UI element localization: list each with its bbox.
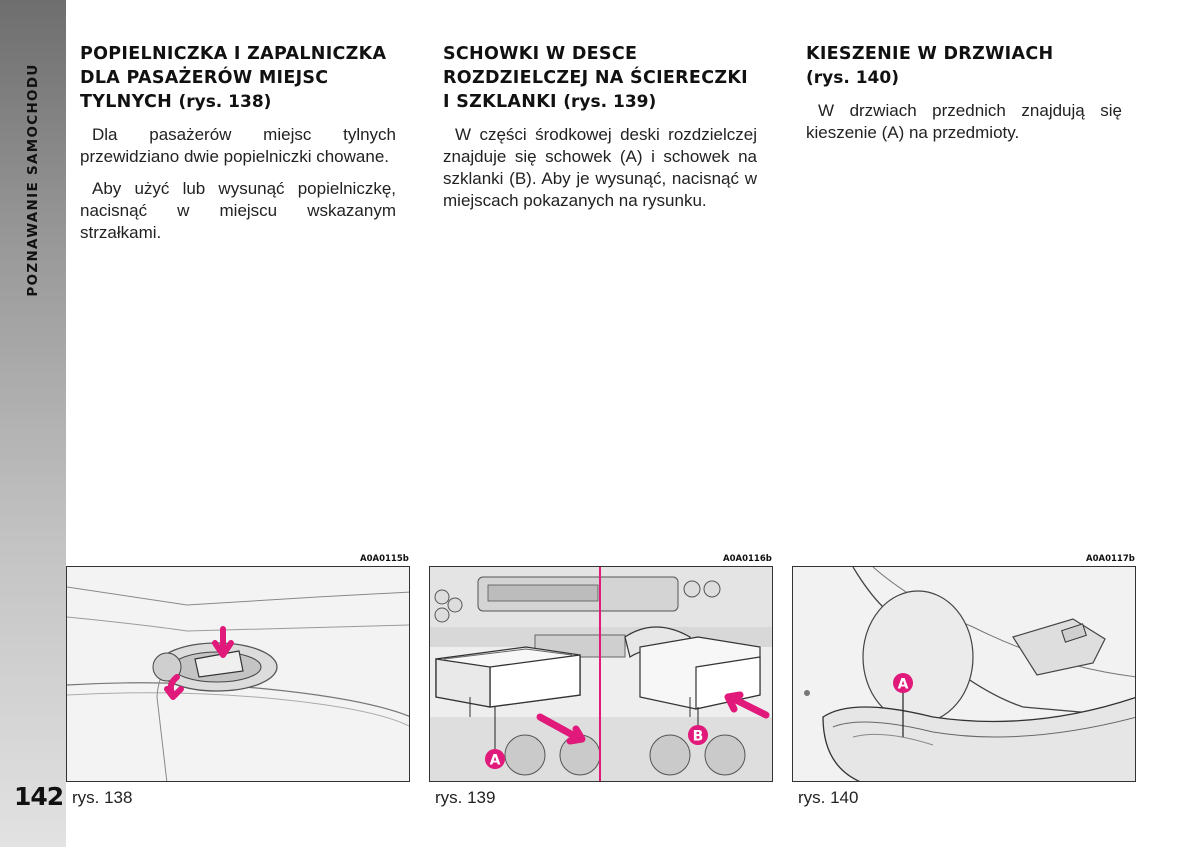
figure-reference: (rys. 139) bbox=[563, 92, 657, 112]
figure-code: A0A0115b bbox=[360, 554, 409, 564]
section-heading: SCHOWKI W DESCE ROZDZIELCZEJ NA ŚCIERECZ… bbox=[443, 42, 757, 114]
section-side-band: POZNAWANIE SAMOCHODU 142 bbox=[0, 0, 66, 847]
section-heading: POPIELNICZKA I ZAPALNICZKA DLA PASAŻERÓW… bbox=[80, 42, 396, 114]
figure-caption: rys. 138 bbox=[72, 788, 133, 807]
page-number: 142 bbox=[14, 782, 64, 811]
figure-caption: rys. 140 bbox=[798, 788, 859, 807]
section-door-pockets: KIESZENIE W DRZWIACH (rys. 140) W drzwiac… bbox=[806, 42, 1122, 154]
paragraph: Aby użyć lub wysunąć popielniczkę, nacis… bbox=[80, 179, 396, 242]
figure-code: A0A0116b bbox=[723, 554, 772, 564]
paragraph: W części środkowej deski rozdzielczej zn… bbox=[443, 125, 757, 210]
heading-text: SCHOWKI W DESCE ROZDZIELCZEJ NA ŚCIERECZ… bbox=[443, 44, 748, 112]
figure-dashboard-storage: A B bbox=[429, 566, 773, 782]
section-dashboard-storage: SCHOWKI W DESCE ROZDZIELCZEJ NA ŚCIERECZ… bbox=[443, 42, 757, 222]
callout-label-b: B bbox=[693, 729, 704, 745]
section-title: POZNAWANIE SAMOCHODU bbox=[25, 63, 41, 297]
heading-text: POPIELNICZKA I ZAPALNICZKA DLA PASAŻERÓW… bbox=[80, 44, 387, 112]
section-ashtray: POPIELNICZKA I ZAPALNICZKA DLA PASAŻERÓW… bbox=[80, 42, 396, 254]
figure-reference: (rys. 140) bbox=[806, 68, 899, 88]
figure-door-pocket: A bbox=[792, 566, 1136, 782]
section-heading: KIESZENIE W DRZWIACH (rys. 140) bbox=[806, 42, 1122, 90]
callout-label-a: A bbox=[898, 677, 909, 693]
figure-rear-ashtray bbox=[66, 566, 410, 782]
paragraph: W drzwiach przednich znajdują się kiesze… bbox=[806, 101, 1122, 142]
callout-label-a: A bbox=[490, 753, 501, 769]
figure-code: A0A0117b bbox=[1086, 554, 1135, 564]
figure-caption: rys. 139 bbox=[435, 788, 496, 807]
paragraph: Dla pasażerów miejsc tylnych przewidzian… bbox=[80, 125, 396, 166]
figure-reference: (rys. 138) bbox=[178, 92, 272, 112]
heading-text: KIESZENIE W DRZWIACH bbox=[806, 44, 1054, 64]
